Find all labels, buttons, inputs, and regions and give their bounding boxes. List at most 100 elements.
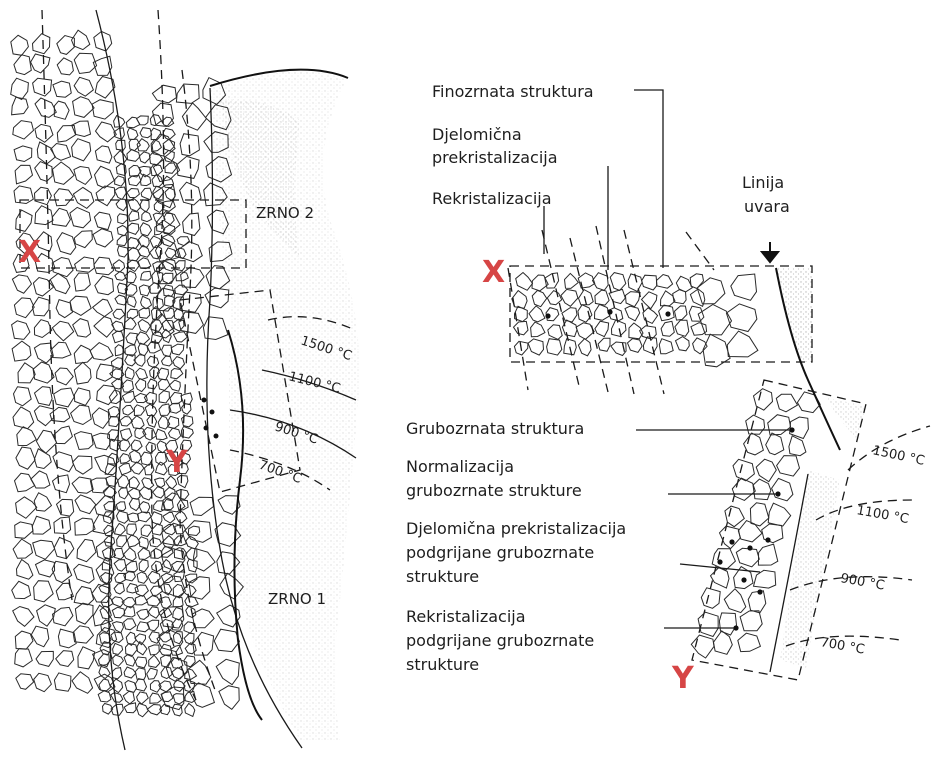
right-section-box-x xyxy=(510,266,812,362)
grain-cell xyxy=(214,629,239,651)
grain-cell xyxy=(127,150,140,162)
grain-cell xyxy=(124,667,136,678)
grain-cell xyxy=(78,647,95,669)
grain-cell xyxy=(548,325,562,340)
grain-cell xyxy=(139,502,150,514)
grain-cell xyxy=(54,101,69,119)
grain-cell xyxy=(31,54,50,73)
grain-cell xyxy=(70,296,91,315)
left-point-x: X xyxy=(18,235,41,270)
grain-cell xyxy=(15,165,32,184)
grain-cell xyxy=(625,306,640,321)
label-coarse-grain: Grubozrnata struktura xyxy=(406,419,584,438)
grain-cell xyxy=(153,487,164,498)
grain-cell xyxy=(72,139,91,161)
label-fusion-line-1: Linija xyxy=(742,173,784,192)
grain-cell xyxy=(181,393,192,405)
grain-cell xyxy=(149,655,160,667)
grain-cell xyxy=(137,692,149,704)
grain-cell xyxy=(75,518,95,535)
grain-cell xyxy=(94,31,112,51)
grain-cell xyxy=(117,511,129,523)
grain-cell xyxy=(16,674,34,690)
grain-cell xyxy=(128,513,139,522)
grain-cell xyxy=(34,449,51,469)
grain-cell xyxy=(139,487,152,500)
grain-cell xyxy=(161,573,173,583)
grain-cell xyxy=(139,308,150,318)
grain-cell xyxy=(797,392,820,413)
grain-cell xyxy=(52,258,73,277)
grain-cell xyxy=(529,306,545,322)
grain-cell xyxy=(73,626,93,643)
grain-cell xyxy=(57,233,76,255)
right-weld-stipple-top xyxy=(775,268,812,362)
grain-cell xyxy=(117,235,127,246)
grain-cell xyxy=(140,223,152,236)
grain-cell xyxy=(144,392,156,404)
grain-cell xyxy=(52,208,70,226)
grain-cell xyxy=(35,162,53,182)
grain-cell xyxy=(738,633,761,651)
grain-cell xyxy=(193,632,214,655)
grain-cell xyxy=(610,273,626,291)
grain-cell xyxy=(177,237,189,246)
grain-cell xyxy=(733,459,754,481)
left-point-y: Y xyxy=(165,445,189,480)
grain-cell xyxy=(93,299,113,316)
grain-cell xyxy=(124,703,136,713)
grain-cell xyxy=(643,308,658,324)
grain-cell xyxy=(169,380,180,391)
right-zone-line-5 xyxy=(686,232,714,270)
left-zone-grain-2: ZRNO 2 xyxy=(256,204,314,222)
grain-cell xyxy=(90,343,113,361)
grain-cell xyxy=(147,342,160,353)
grain-cell xyxy=(14,298,34,318)
grain-cell xyxy=(35,98,56,117)
grain-cell xyxy=(35,206,53,225)
grain-cell xyxy=(123,405,134,415)
grain-cell xyxy=(731,274,757,300)
grain-cell xyxy=(32,516,50,534)
grain-cell xyxy=(163,201,176,212)
grain-cell xyxy=(55,368,73,385)
grain-cell xyxy=(14,186,33,204)
grain-cell xyxy=(175,511,187,523)
grain-cell xyxy=(108,407,119,417)
right-weld-stipple-bottom xyxy=(780,398,866,668)
grain-cell xyxy=(547,339,562,355)
grain-cell xyxy=(124,655,135,667)
grain-cell xyxy=(170,392,182,403)
grain-cell xyxy=(140,128,152,138)
grain-cell xyxy=(754,570,776,588)
grain-cell xyxy=(112,331,124,343)
grain-cell xyxy=(612,320,627,336)
grain-cell xyxy=(724,589,746,613)
label-recryst-coarse-3: strukture xyxy=(406,655,479,674)
grain-cell xyxy=(514,321,529,334)
grain-cell xyxy=(128,488,140,499)
grain-cell xyxy=(516,273,533,291)
grain-cell xyxy=(697,278,725,304)
grain-cell xyxy=(139,285,150,296)
grain-cell xyxy=(122,391,134,402)
right-grain-cells xyxy=(512,273,820,659)
grain-cell xyxy=(756,459,776,482)
grain-cell xyxy=(184,622,195,633)
right-leaders-bottom xyxy=(636,430,792,628)
grain-cell xyxy=(137,116,149,125)
grain-cell xyxy=(75,603,93,624)
grain-cell xyxy=(113,643,123,654)
grain-cell xyxy=(719,613,736,635)
grain-cell xyxy=(114,560,126,572)
grain-cell xyxy=(117,226,127,236)
grain-cell xyxy=(120,417,132,427)
grain-cell xyxy=(159,391,169,403)
grain-cell xyxy=(34,673,52,691)
grain-cell xyxy=(115,187,127,199)
grain-cell xyxy=(57,36,75,55)
grain-cell xyxy=(73,456,92,474)
grain-cell xyxy=(691,323,707,336)
grain-cell xyxy=(110,679,122,693)
grain-cell xyxy=(776,394,797,412)
